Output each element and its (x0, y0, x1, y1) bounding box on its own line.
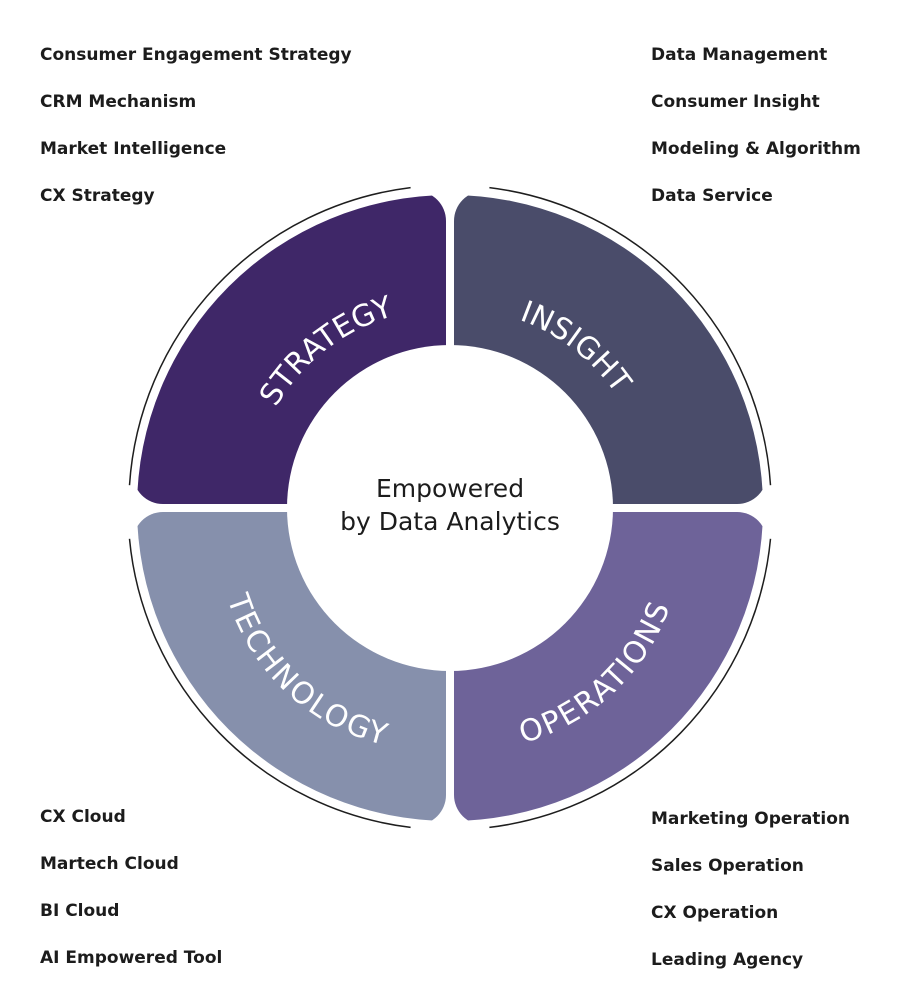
operations-item: CX Operation (651, 903, 779, 923)
technology-item: BI Cloud (40, 901, 120, 921)
insight-item: Data Service (651, 186, 773, 206)
operations-items-list: Marketing Operation Sales Operation CX O… (651, 808, 850, 996)
strategy-item: CRM Mechanism (40, 92, 197, 112)
technology-item: CX Cloud (40, 807, 126, 827)
technology-item: Martech Cloud (40, 854, 179, 874)
outer-ring-top-left (128, 186, 411, 486)
center-title-line2: by Data Analytics (340, 507, 560, 536)
operations-item: Marketing Operation (651, 809, 851, 829)
insight-items-list: Data Management Consumer Insight Modelin… (651, 44, 861, 232)
segment-operations (454, 512, 763, 821)
strategy-item: Consumer Engagement Strategy (40, 45, 352, 65)
segment-technology (137, 512, 446, 821)
outer-ring-bottom-left (128, 538, 411, 829)
center-hole (287, 345, 613, 671)
outer-ring-top-right (489, 186, 772, 486)
operations-item: Sales Operation (651, 856, 804, 876)
technology-items-list: CX Cloud Martech Cloud BI Cloud AI Empow… (40, 806, 222, 994)
segment-strategy (137, 195, 446, 504)
insight-item: Consumer Insight (651, 92, 820, 112)
outer-ring-bottom-right (489, 538, 772, 829)
strategy-item: CX Strategy (40, 186, 155, 206)
center-title-line1: Empowered (376, 474, 524, 503)
strategy-items-list: Consumer Engagement Strategy CRM Mechani… (40, 44, 352, 232)
insight-item: Modeling & Algorithm (651, 139, 861, 159)
strategy-item: Market Intelligence (40, 139, 227, 159)
segment-insight (454, 195, 763, 504)
technology-item: AI Empowered Tool (40, 948, 223, 968)
operations-item: Leading Agency (651, 950, 804, 970)
insight-item: Data Management (651, 45, 828, 65)
